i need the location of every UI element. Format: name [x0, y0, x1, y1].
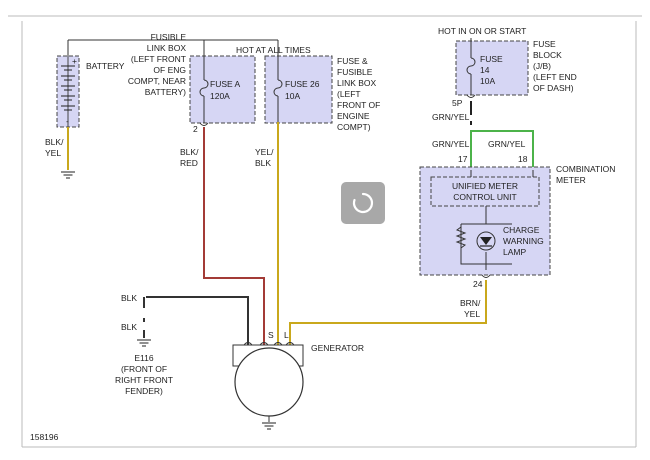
- fuse-fusible-link-label: FUSE & FUSIBLE LINK BOX (LEFT FRONT OF E…: [337, 56, 380, 132]
- wire-brn-yel-label-1: BRN/: [460, 298, 481, 308]
- blk-red-wire: [203, 127, 265, 346]
- charge-warning-label-1: CHARGE: [503, 225, 540, 235]
- battery-minus-sign: -: [66, 116, 69, 126]
- terminal-l-label: L: [284, 330, 289, 340]
- generator-body: [234, 347, 304, 417]
- svg-text:RIGHT FRONT: RIGHT FRONT: [115, 375, 173, 385]
- fuse-26-label-1: FUSE 26: [285, 79, 320, 89]
- fuse-26-label-2: 10A: [285, 91, 300, 101]
- battery-wire-label-1: BLK/: [45, 137, 64, 147]
- ground-symbol-icon: [137, 339, 151, 347]
- fuse-symbol-icon: [466, 57, 476, 75]
- wire-blk-red-label-2: RED: [180, 158, 198, 168]
- wire-blk-red-label-1: BLK/: [180, 147, 199, 157]
- svg-text:FUSIBLE: FUSIBLE: [337, 67, 373, 77]
- fuse-14-box: [455, 40, 529, 96]
- generator-ground-connector: [243, 342, 253, 346]
- fusible-link-box: [189, 55, 256, 124]
- svg-text:FUSE &: FUSE &: [337, 56, 368, 66]
- fuse-26-box: [264, 55, 333, 124]
- fusible-link-label: FUSIBLE LINK BOX (LEFT FRONT OF ENG COMP…: [128, 32, 186, 97]
- svg-text:(FRONT OF: (FRONT OF: [121, 364, 167, 374]
- svg-text:ENGINE: ENGINE: [337, 111, 370, 121]
- battery-plus-sign: +: [72, 56, 77, 66]
- pin-2-label: 2: [193, 124, 198, 134]
- unified-meter-label-1: UNIFIED METER: [452, 181, 518, 191]
- svg-text:BATTERY): BATTERY): [145, 87, 186, 97]
- generator-label: GENERATOR: [311, 343, 364, 353]
- blk-label-1: BLK: [121, 293, 137, 303]
- fuse-symbol-icon: [273, 79, 283, 97]
- svg-text:COMPT): COMPT): [337, 122, 371, 132]
- battery-wire-label-2: YEL: [45, 148, 61, 158]
- grn-yel-wire-18: [470, 130, 534, 159]
- svg-text:FUSE: FUSE: [533, 39, 556, 49]
- blk-ground-wire: [146, 296, 249, 346]
- resistor-symbol-icon: [455, 226, 467, 249]
- fuse-14-label-1: FUSE: [480, 54, 503, 64]
- svg-text:FRONT OF: FRONT OF: [337, 100, 380, 110]
- svg-text:E116: E116: [134, 353, 153, 363]
- unified-meter-box: [430, 176, 540, 207]
- svg-text:FENDER): FENDER): [125, 386, 163, 396]
- svg-text:(LEFT END: (LEFT END: [533, 72, 577, 82]
- ground-e116-label: E116 (FRONT OF RIGHT FRONT FENDER): [115, 353, 173, 396]
- brn-yel-wire: [289, 280, 487, 346]
- fuse-14-label-2: 14: [480, 65, 490, 75]
- hot-on-start-label: HOT IN ON OR START: [438, 26, 526, 36]
- svg-text:COMPT, NEAR: COMPT, NEAR: [128, 76, 186, 86]
- fuse-14-label-3: 10A: [480, 76, 495, 86]
- wire-grn-yel-label-1: GRN/YEL: [432, 112, 470, 122]
- svg-text:BLOCK: BLOCK: [533, 50, 562, 60]
- charge-warning-label-3: LAMP: [503, 247, 526, 257]
- pin-24-label: 24: [473, 279, 483, 289]
- svg-text:(LEFT: (LEFT: [337, 89, 361, 99]
- svg-text:(LEFT FRONT: (LEFT FRONT: [131, 54, 186, 64]
- pin-24-connector: [481, 274, 491, 278]
- pin-18-label: 18: [518, 154, 528, 164]
- ground-symbol-icon: [262, 422, 276, 430]
- pin-17-label: 17: [458, 154, 468, 164]
- pin-2-connector: [199, 122, 209, 126]
- blk-label-2: BLK: [121, 322, 137, 332]
- svg-text:OF DASH): OF DASH): [533, 83, 574, 93]
- wire-grn-yel-label-3: GRN/YEL: [488, 139, 526, 149]
- svg-text:(J/B): (J/B): [533, 61, 551, 71]
- pin-5p-label: 5P: [452, 98, 463, 108]
- battery-cells: [61, 65, 75, 111]
- fuse-symbol-icon: [199, 79, 209, 97]
- combination-meter-label-2: METER: [556, 175, 586, 185]
- fuse-a-label-1: FUSE A: [210, 79, 241, 89]
- loading-overlay[interactable]: [341, 182, 385, 224]
- svg-text:OF ENG: OF ENG: [153, 65, 186, 75]
- svg-text:LINK BOX: LINK BOX: [147, 43, 187, 53]
- generator-b-connector: [259, 342, 269, 346]
- generator-s-connector: [273, 342, 283, 346]
- hot-at-all-times-label: HOT AT ALL TIMES: [236, 45, 311, 55]
- ground-symbol-icon: [61, 171, 75, 179]
- generator-l-connector: [285, 342, 295, 346]
- fuse-a-label-2: 120A: [210, 91, 230, 101]
- wire-yel-blk-label-2: BLK: [255, 158, 271, 168]
- wire-brn-yel-label-2: YEL: [464, 309, 480, 319]
- wire-grn-yel-label-2: GRN/YEL: [432, 139, 470, 149]
- figure-id: 158196: [30, 432, 59, 442]
- svg-text:LINK BOX: LINK BOX: [337, 78, 377, 88]
- fuse-block-label: FUSE BLOCK (J/B) (LEFT END OF DASH): [533, 39, 577, 93]
- loading-spinner-icon: [352, 192, 374, 214]
- terminal-s-label: S: [268, 330, 274, 340]
- svg-text:FUSIBLE: FUSIBLE: [151, 32, 187, 42]
- pin-5p-connector: [466, 94, 476, 98]
- charge-warning-label-2: WARNING: [503, 236, 544, 246]
- wire-yel-blk-label-1: YEL/: [255, 147, 274, 157]
- unified-meter-label-2: CONTROL UNIT: [453, 192, 516, 202]
- battery-label: BATTERY: [86, 61, 125, 71]
- combination-meter-label-1: COMBINATION: [556, 164, 615, 174]
- diode-symbol-icon: [480, 237, 492, 245]
